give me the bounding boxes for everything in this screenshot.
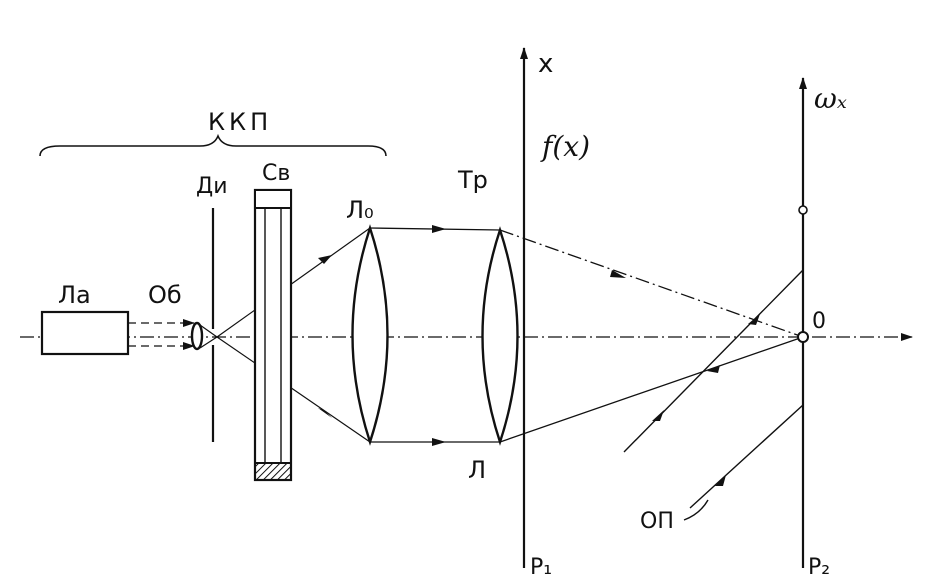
reference-arrow-upper-1 [652,410,664,421]
diaphragm-label: Ди [196,174,228,199]
fourier-lens-label: Л [468,456,486,484]
filter-body [253,188,293,482]
objective-lens [190,321,204,351]
laser-label: Ла [58,281,91,309]
focal-point [797,331,809,343]
objective-label: Об [148,281,182,309]
kkp-label: ККП [208,108,272,136]
filter-top-cap [254,189,292,209]
reference-beam-lower [689,404,804,509]
ray-diverge-top [216,227,371,338]
fourier-lens [481,226,519,446]
ray-arrow-top [318,255,332,264]
op-leader [683,499,709,521]
reference-arrow-upper-2 [748,314,760,325]
p1-x-axis-label: x [538,49,553,79]
reference-beam-upper [623,269,804,453]
ray-arrow-bottom [318,408,332,418]
ray-focus-bottom [199,336,218,349]
collimator-lens [351,224,389,446]
telescope-arrow-bottom [432,438,446,446]
filter-bottom-cap [254,462,292,481]
ray-focus-top [199,324,218,338]
reference-arrow-cross [707,365,720,373]
p2-label: P₂ [808,555,830,580]
telescope-label: Тр [457,166,488,194]
p2-upper-point [798,205,808,215]
collimator-lens-label: Л₀ [346,196,374,224]
laser-box [40,310,130,356]
telescope-arrow-top [432,225,446,233]
reference-arrow-lower [715,475,726,486]
fourier-ray-top [499,229,804,338]
p1-function-label: f(x) [540,130,590,163]
filter-label: Св [262,161,290,186]
reference-beam-label: ОП [640,509,674,534]
p1-label: P₁ [530,555,552,580]
omega-label: ωₓ [814,82,847,115]
origin-label: 0 [812,309,826,334]
kkp-brace [39,133,387,157]
ray-diverge-bottom [216,336,371,443]
fourier-ray-bottom [499,336,804,443]
fourier-ray-top-arrow [610,270,626,278]
